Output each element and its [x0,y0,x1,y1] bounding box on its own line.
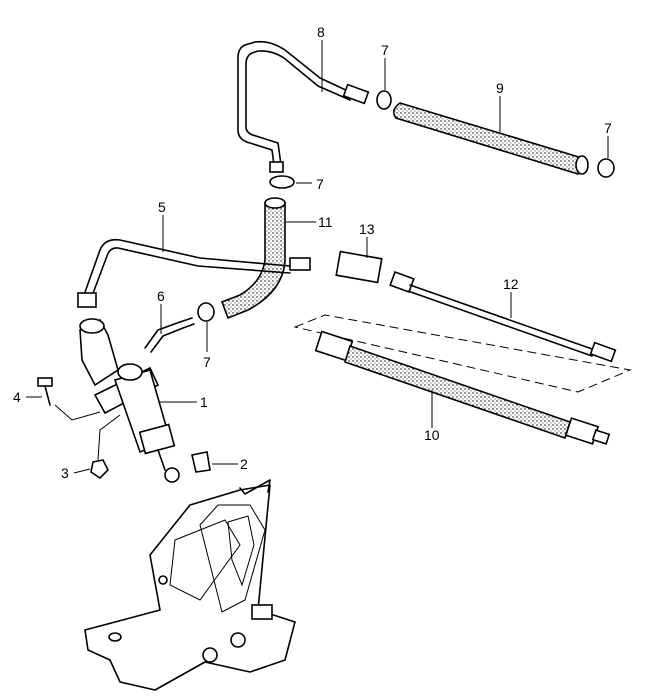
callout-labels: 8 7 9 7 7 5 11 13 6 12 7 4 1 10 3 2 [13,24,612,481]
callout-7: 7 [203,354,211,370]
hose-part-11 [220,197,286,320]
nut-part-3 [90,459,109,480]
callout-8: 8 [317,24,325,40]
callout-10: 10 [424,427,440,443]
hose-part-10 [314,330,611,445]
callout-7: 7 [316,176,324,192]
callout-1: 1 [200,394,208,410]
leader-lines [26,40,609,474]
callout-5: 5 [158,199,166,215]
callout-6: 6 [157,288,165,304]
bolt-part-4 [37,377,53,406]
callout-7: 7 [381,42,389,58]
brake-line-part-12 [389,270,617,363]
clip-part-2 [191,451,211,473]
clamp-part-7 [197,90,615,322]
master-cylinder-part-1 [79,318,180,483]
dashed-group-outline [293,314,632,393]
callout-13: 13 [359,221,375,237]
callout-3: 3 [61,465,69,481]
hose-part-9 [392,102,589,175]
pipe-part-8 [237,40,370,173]
union-nut-part-13 [335,250,383,284]
callout-9: 9 [496,80,504,96]
fitting-part-6 [144,317,195,353]
callout-12: 12 [503,276,519,292]
callout-7: 7 [604,120,612,136]
callout-2: 2 [240,456,248,472]
pipe-part-5 [77,238,311,308]
pedal-bracket [84,479,296,691]
callout-4: 4 [13,389,21,405]
callout-11: 11 [318,214,333,230]
